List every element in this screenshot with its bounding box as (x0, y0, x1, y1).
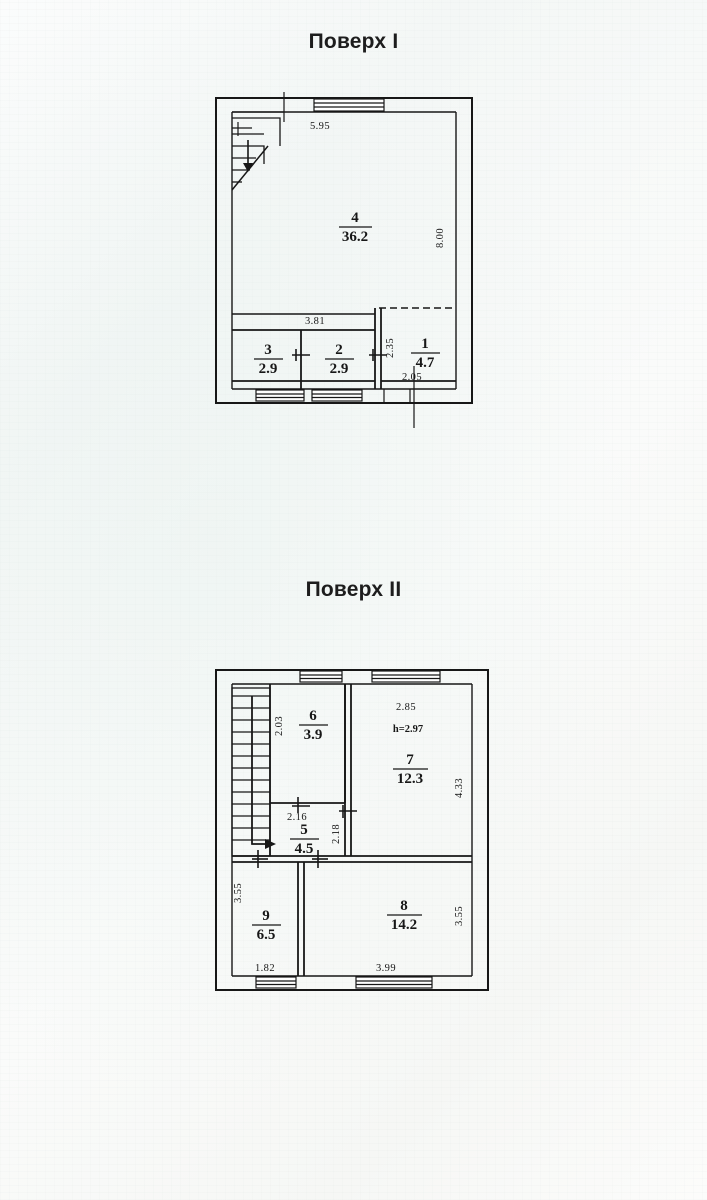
floor-2-window-bottom-left (255, 976, 297, 989)
floor-1-dim-2-05: 2.05 (402, 372, 422, 383)
room-8-number: 8 (400, 898, 408, 914)
floor-2-doors (252, 797, 357, 868)
floor-1-entry-door-bottom (383, 389, 411, 403)
floor-1-dim-3-81: 3.81 (305, 316, 325, 327)
room-7-area: 12.3 (397, 771, 423, 787)
floor-2-dim-3-99: 3.99 (376, 963, 396, 974)
floor-2-staircase (231, 687, 276, 857)
room-4-number: 4 (351, 210, 359, 226)
room-2-area: 2.9 (330, 361, 349, 377)
room-8-area: 14.2 (391, 917, 417, 933)
floor-2-window-top-left (299, 670, 343, 683)
floor-2-window-top-right (371, 670, 441, 683)
floor-1-staircase (231, 111, 284, 191)
floor-1-room-1-label: 1 4.7 (411, 336, 440, 371)
floor-2-dim-2-18: 2.18 (331, 824, 342, 844)
room-6-area: 3.9 (304, 727, 323, 743)
floor-2-room-7-label: 7 12.3 (393, 752, 428, 787)
floor-1-room-3-label: 3 2.9 (254, 342, 283, 377)
floor-1-doors (292, 349, 387, 361)
floor-2-title: Поверх II (305, 578, 402, 601)
floor-1-stair-tick-marks (232, 92, 290, 136)
floor-2-room-6-label: 6 3.9 (299, 708, 328, 743)
floor-2-dim-2-03: 2.03 (274, 716, 285, 736)
floor-2-dim-1-82: 1.82 (255, 963, 275, 974)
floor-2-dim-3-55-right: 3.55 (454, 906, 465, 926)
floor-1-window-top (313, 98, 385, 112)
floor-1-room-4-label: 4 36.2 (339, 210, 372, 245)
floor-1-dim-2-35: 2.35 (385, 338, 396, 358)
room-5-number: 5 (300, 822, 308, 838)
floor-2-room-9-label: 9 6.5 (252, 908, 281, 943)
room-3-area: 2.9 (259, 361, 278, 377)
room-9-area: 6.5 (257, 927, 276, 943)
floor-1-partitions (232, 308, 456, 389)
floor-1-plan: 5.95 8.00 3.81 2.35 2.05 4 36.2 3 2.9 2 … (215, 92, 473, 428)
room-5-area: 4.5 (295, 841, 314, 857)
room-7-number: 7 (406, 752, 414, 768)
floor-2-dim-2-16: 2.16 (287, 812, 307, 823)
floor-2-ceiling-height-note: h=2.97 (393, 724, 423, 735)
room-2-number: 2 (335, 342, 343, 358)
floor-1-dim-8-00: 8.00 (435, 228, 446, 248)
room-3-number: 3 (264, 342, 272, 358)
floor-1-window-bottom-left (255, 389, 305, 402)
floor-2-window-bottom-right (355, 976, 433, 989)
floor-1-title: Поверх I (308, 30, 399, 53)
room-6-number: 6 (309, 708, 317, 724)
floor-1-window-bottom-mid (311, 389, 363, 402)
room-1-area: 4.7 (416, 355, 435, 371)
floor-2-dim-3-55-left: 3.55 (233, 883, 244, 903)
floor-2-dim-4-33: 4.33 (454, 778, 465, 798)
room-4-area: 36.2 (342, 229, 368, 245)
floor-1-outer-wall (215, 97, 473, 404)
floor-1-dim-5-95: 5.95 (310, 121, 330, 132)
floor-2-room-5-label: 5 4.5 (290, 822, 319, 857)
floor-2-room-8-label: 8 14.2 (387, 898, 422, 933)
floor-2-plan: 2.03 2.16 2.18 2.85 4.33 3.55 1.82 3.9 9 … (215, 669, 489, 991)
room-9-number: 9 (262, 908, 270, 924)
floor-1-room-2-label: 2 2.9 (325, 342, 354, 377)
room-1-number: 1 (421, 336, 429, 352)
floor-2-dim-2-85: 2.85 (396, 702, 416, 713)
